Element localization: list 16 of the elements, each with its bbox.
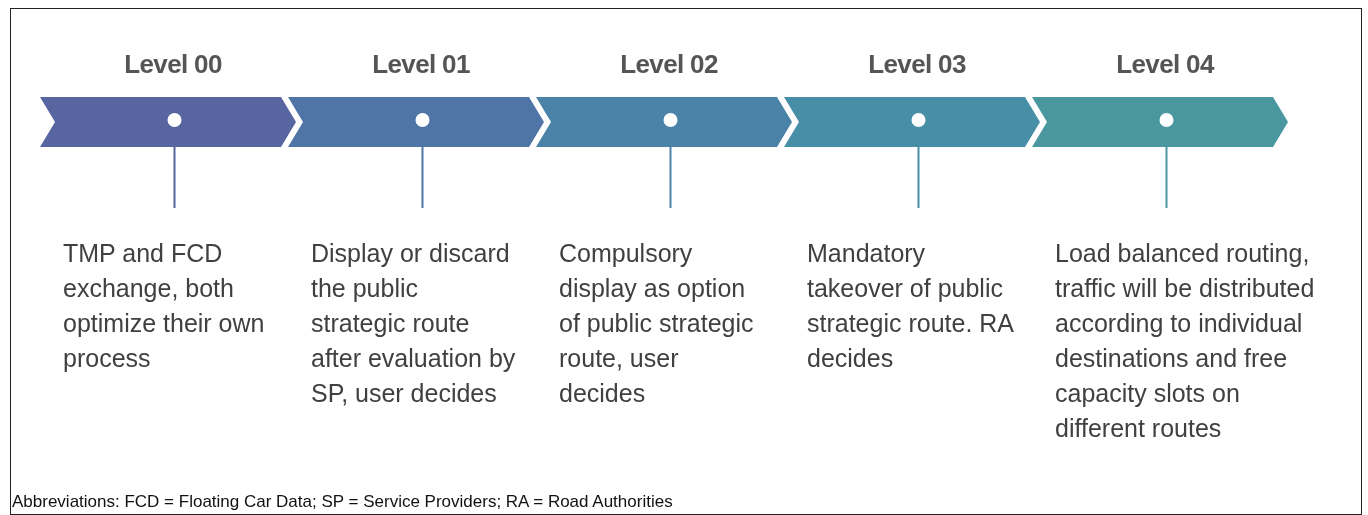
- connector-line: [1165, 146, 1168, 209]
- level-heading: Level 03: [867, 48, 967, 81]
- level-heading: Level 00: [123, 48, 223, 81]
- connector-line: [421, 146, 424, 209]
- level-heading: Level 01: [371, 48, 471, 81]
- level-description: Compulsory display as option of public strategic route, user decides: [559, 238, 755, 409]
- connector-line: [917, 146, 920, 209]
- abbreviations-note: Abbreviations: FCD = Floating Car Data; SP = Service Providers; RA = Road Authorities: [12, 492, 673, 512]
- level-description: Mandatory takeover of public strategic route. RA decides: [807, 238, 1013, 374]
- level-description: TMP and FCD exchange, both optimize their own process: [63, 238, 266, 374]
- level-description: Load balanced routing, traffic will be distributed according to individual destinations and free capacity slots on different routes: [1055, 238, 1316, 444]
- connector-line: [669, 146, 672, 209]
- connector-line: [173, 146, 176, 209]
- level-heading: Level 04: [1115, 48, 1216, 81]
- level-heading: Level 02: [619, 48, 719, 81]
- level-description: Display or discard the public strategic route after evaluation by SP, user decides: [311, 238, 517, 409]
